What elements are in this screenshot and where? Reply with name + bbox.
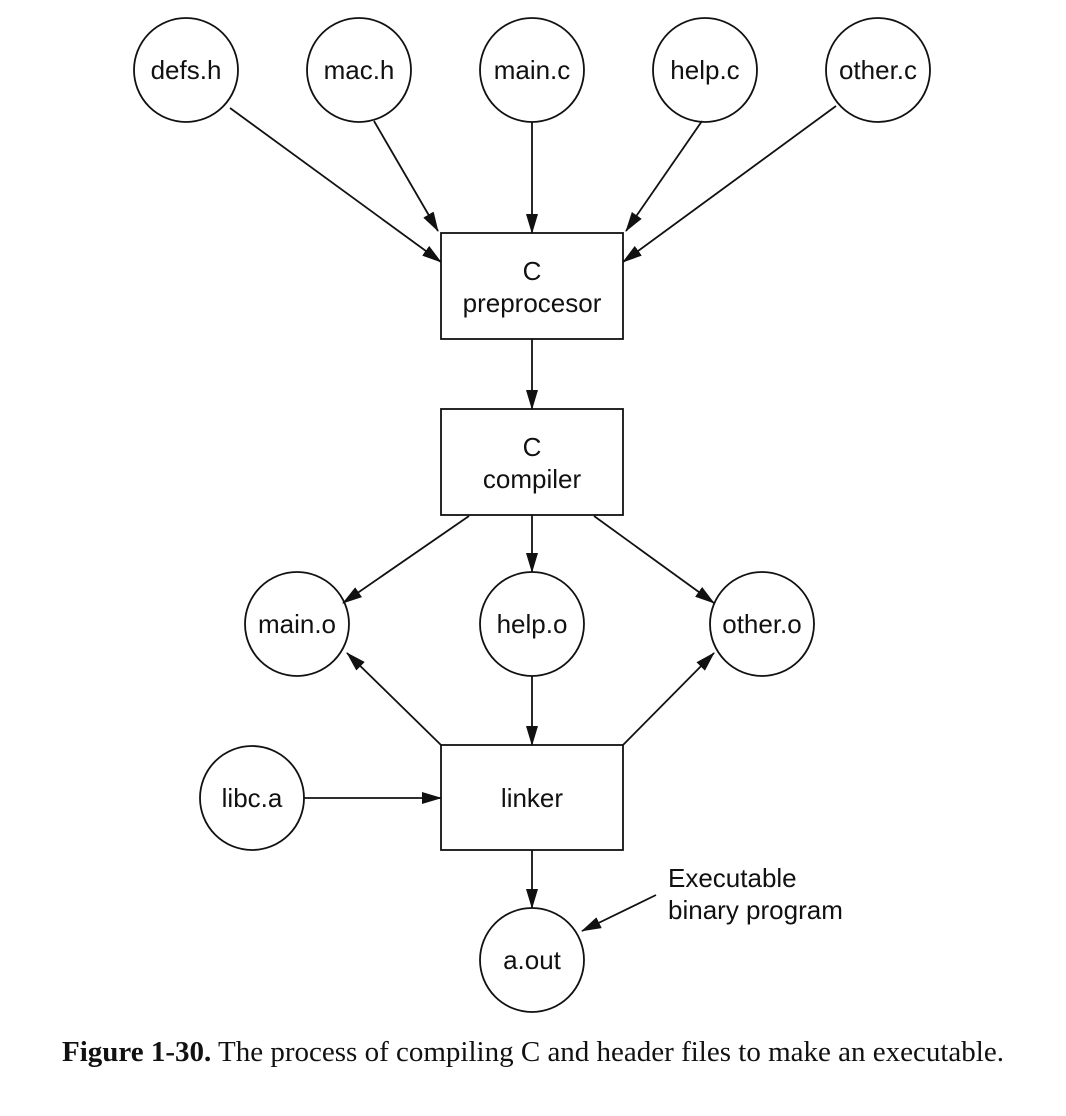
help-c-label: help.c xyxy=(670,55,739,85)
preprocessor-box xyxy=(440,232,624,340)
arrow-help-c-to-preprocessor xyxy=(625,120,703,232)
main-o-label: main.o xyxy=(258,609,336,639)
defs-h-label: defs.h xyxy=(151,55,222,85)
other-c-label: other.c xyxy=(839,55,917,85)
arrow-annotation-to-a-out xyxy=(581,894,657,932)
compile-process-diagram: defs.h mac.h main.c help.c other.c C pre… xyxy=(133,17,931,1013)
linker-box xyxy=(440,744,624,851)
mac-h-label: mac.h xyxy=(324,55,395,85)
preprocessor-label-line1: C xyxy=(523,256,542,286)
annotation-line1: Executable xyxy=(668,863,797,893)
compiler-box xyxy=(440,408,624,516)
linker-label: linker xyxy=(501,783,563,813)
defs-h-node xyxy=(133,17,239,123)
other-o-label: other.o xyxy=(722,609,802,639)
help-c-node xyxy=(652,17,758,123)
mac-h-node xyxy=(306,17,412,123)
a-out-label: a.out xyxy=(503,945,562,975)
arrow-compiler-to-other-o xyxy=(593,515,715,604)
arrow-linker-to-main-o xyxy=(346,652,442,746)
main-c-label: main.c xyxy=(494,55,571,85)
figure-number: Figure 1-30. xyxy=(62,1036,212,1068)
arrow-linker-to-other-o xyxy=(622,652,715,746)
arrow-defs-to-preprocessor xyxy=(229,107,442,263)
compiler-label-line1: C xyxy=(523,432,542,462)
annotation-line2: binary program xyxy=(668,895,843,925)
preprocessor-label-line2: preprocesor xyxy=(463,288,602,318)
other-c-node xyxy=(825,17,931,123)
main-o-node xyxy=(244,571,350,677)
other-o-node xyxy=(709,571,815,677)
arrow-mac-to-preprocessor xyxy=(373,120,439,232)
help-o-label: help.o xyxy=(497,609,568,639)
figure-caption-text: The process of compiling C and header fi… xyxy=(218,1036,1004,1068)
arrow-other-c-to-preprocessor xyxy=(622,105,837,263)
compiler-label-line2: compiler xyxy=(483,464,582,494)
libc-a-label: libc.a xyxy=(222,783,283,813)
arrow-compiler-to-main-o xyxy=(342,515,470,604)
figure-caption: Figure 1-30. The process of compiling C … xyxy=(0,1036,1066,1069)
